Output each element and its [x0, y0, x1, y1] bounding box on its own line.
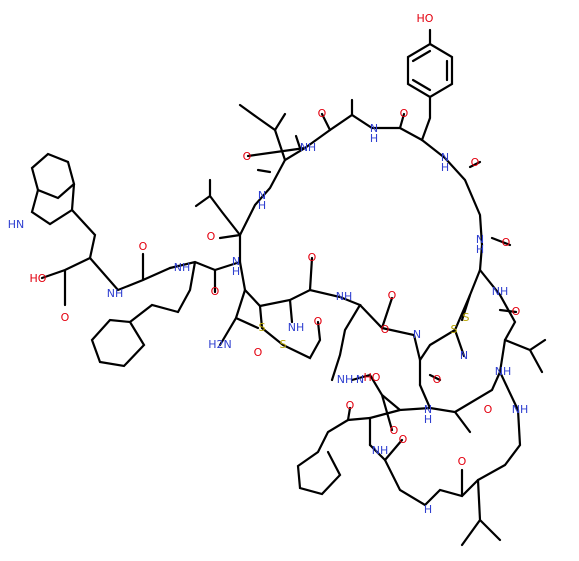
atom-label: H — [232, 265, 240, 278]
atom-label: NH — [495, 365, 512, 378]
atom-label: O — [458, 455, 467, 468]
atom-label: H — [441, 161, 449, 174]
atom-label: O — [211, 285, 220, 298]
atom-label: S — [280, 338, 287, 351]
atom-label: N — [356, 373, 364, 386]
atom-label: HO — [30, 272, 47, 285]
atom-label: O — [433, 373, 442, 386]
atom-label: O — [381, 323, 390, 336]
atom-label: NH — [512, 403, 529, 416]
atom-label: S — [451, 323, 458, 336]
atom-label: NH — [492, 285, 509, 298]
atom-label: O — [61, 311, 70, 324]
bond-lines — [30, 28, 547, 547]
atom-label: O — [318, 107, 327, 120]
atom-label: O — [346, 399, 355, 412]
atom-label: O — [484, 403, 493, 416]
atom-label: H — [370, 132, 378, 145]
atom-label: HO — [364, 371, 381, 384]
atom-label: NH — [372, 444, 389, 457]
atom-label: S — [259, 321, 266, 334]
atom-label: N — [460, 349, 468, 362]
atom-label: N — [476, 233, 484, 246]
atom-label: NH — [288, 321, 305, 334]
atom-label: N — [370, 122, 378, 135]
atom-label: O — [139, 240, 148, 253]
atom-label: H — [258, 199, 266, 212]
atom-label: N — [424, 403, 432, 416]
atom-label: N — [258, 189, 266, 202]
atom-label: O — [512, 305, 521, 318]
atom-label: O — [471, 156, 480, 169]
atom-label: O — [400, 107, 409, 120]
atom-label: NH — [337, 373, 354, 386]
atom-label: H — [424, 503, 432, 516]
atom-label: O — [314, 315, 323, 328]
atom-label: N — [413, 328, 421, 341]
atom-label: NH — [107, 287, 124, 300]
atom-label: S — [463, 311, 470, 324]
atom-label: O — [243, 150, 252, 163]
atom-label: HO — [417, 12, 434, 25]
atom-label: N — [232, 255, 240, 268]
atom-label: H2N — [208, 338, 232, 351]
atom-label: O — [308, 251, 317, 264]
atom-label: H — [308, 141, 316, 154]
atom-label: H — [476, 243, 484, 256]
atom-labels: HO O O O N H N H N H O HN O HO O N H N H… — [8, 12, 529, 516]
atom-label: NH — [336, 290, 353, 303]
atom-label: O — [390, 424, 399, 437]
atom-label: O — [399, 433, 408, 446]
atom-label: O — [502, 236, 511, 249]
atom-label: H — [424, 413, 432, 426]
atom-label: O — [207, 230, 216, 243]
atom-label: O — [254, 346, 263, 359]
atom-label: N — [441, 151, 449, 164]
atom-label: N — [300, 141, 308, 154]
atom-label: NH — [174, 261, 191, 274]
atom-label: HN — [8, 218, 25, 231]
atom-label: O — [388, 289, 397, 302]
